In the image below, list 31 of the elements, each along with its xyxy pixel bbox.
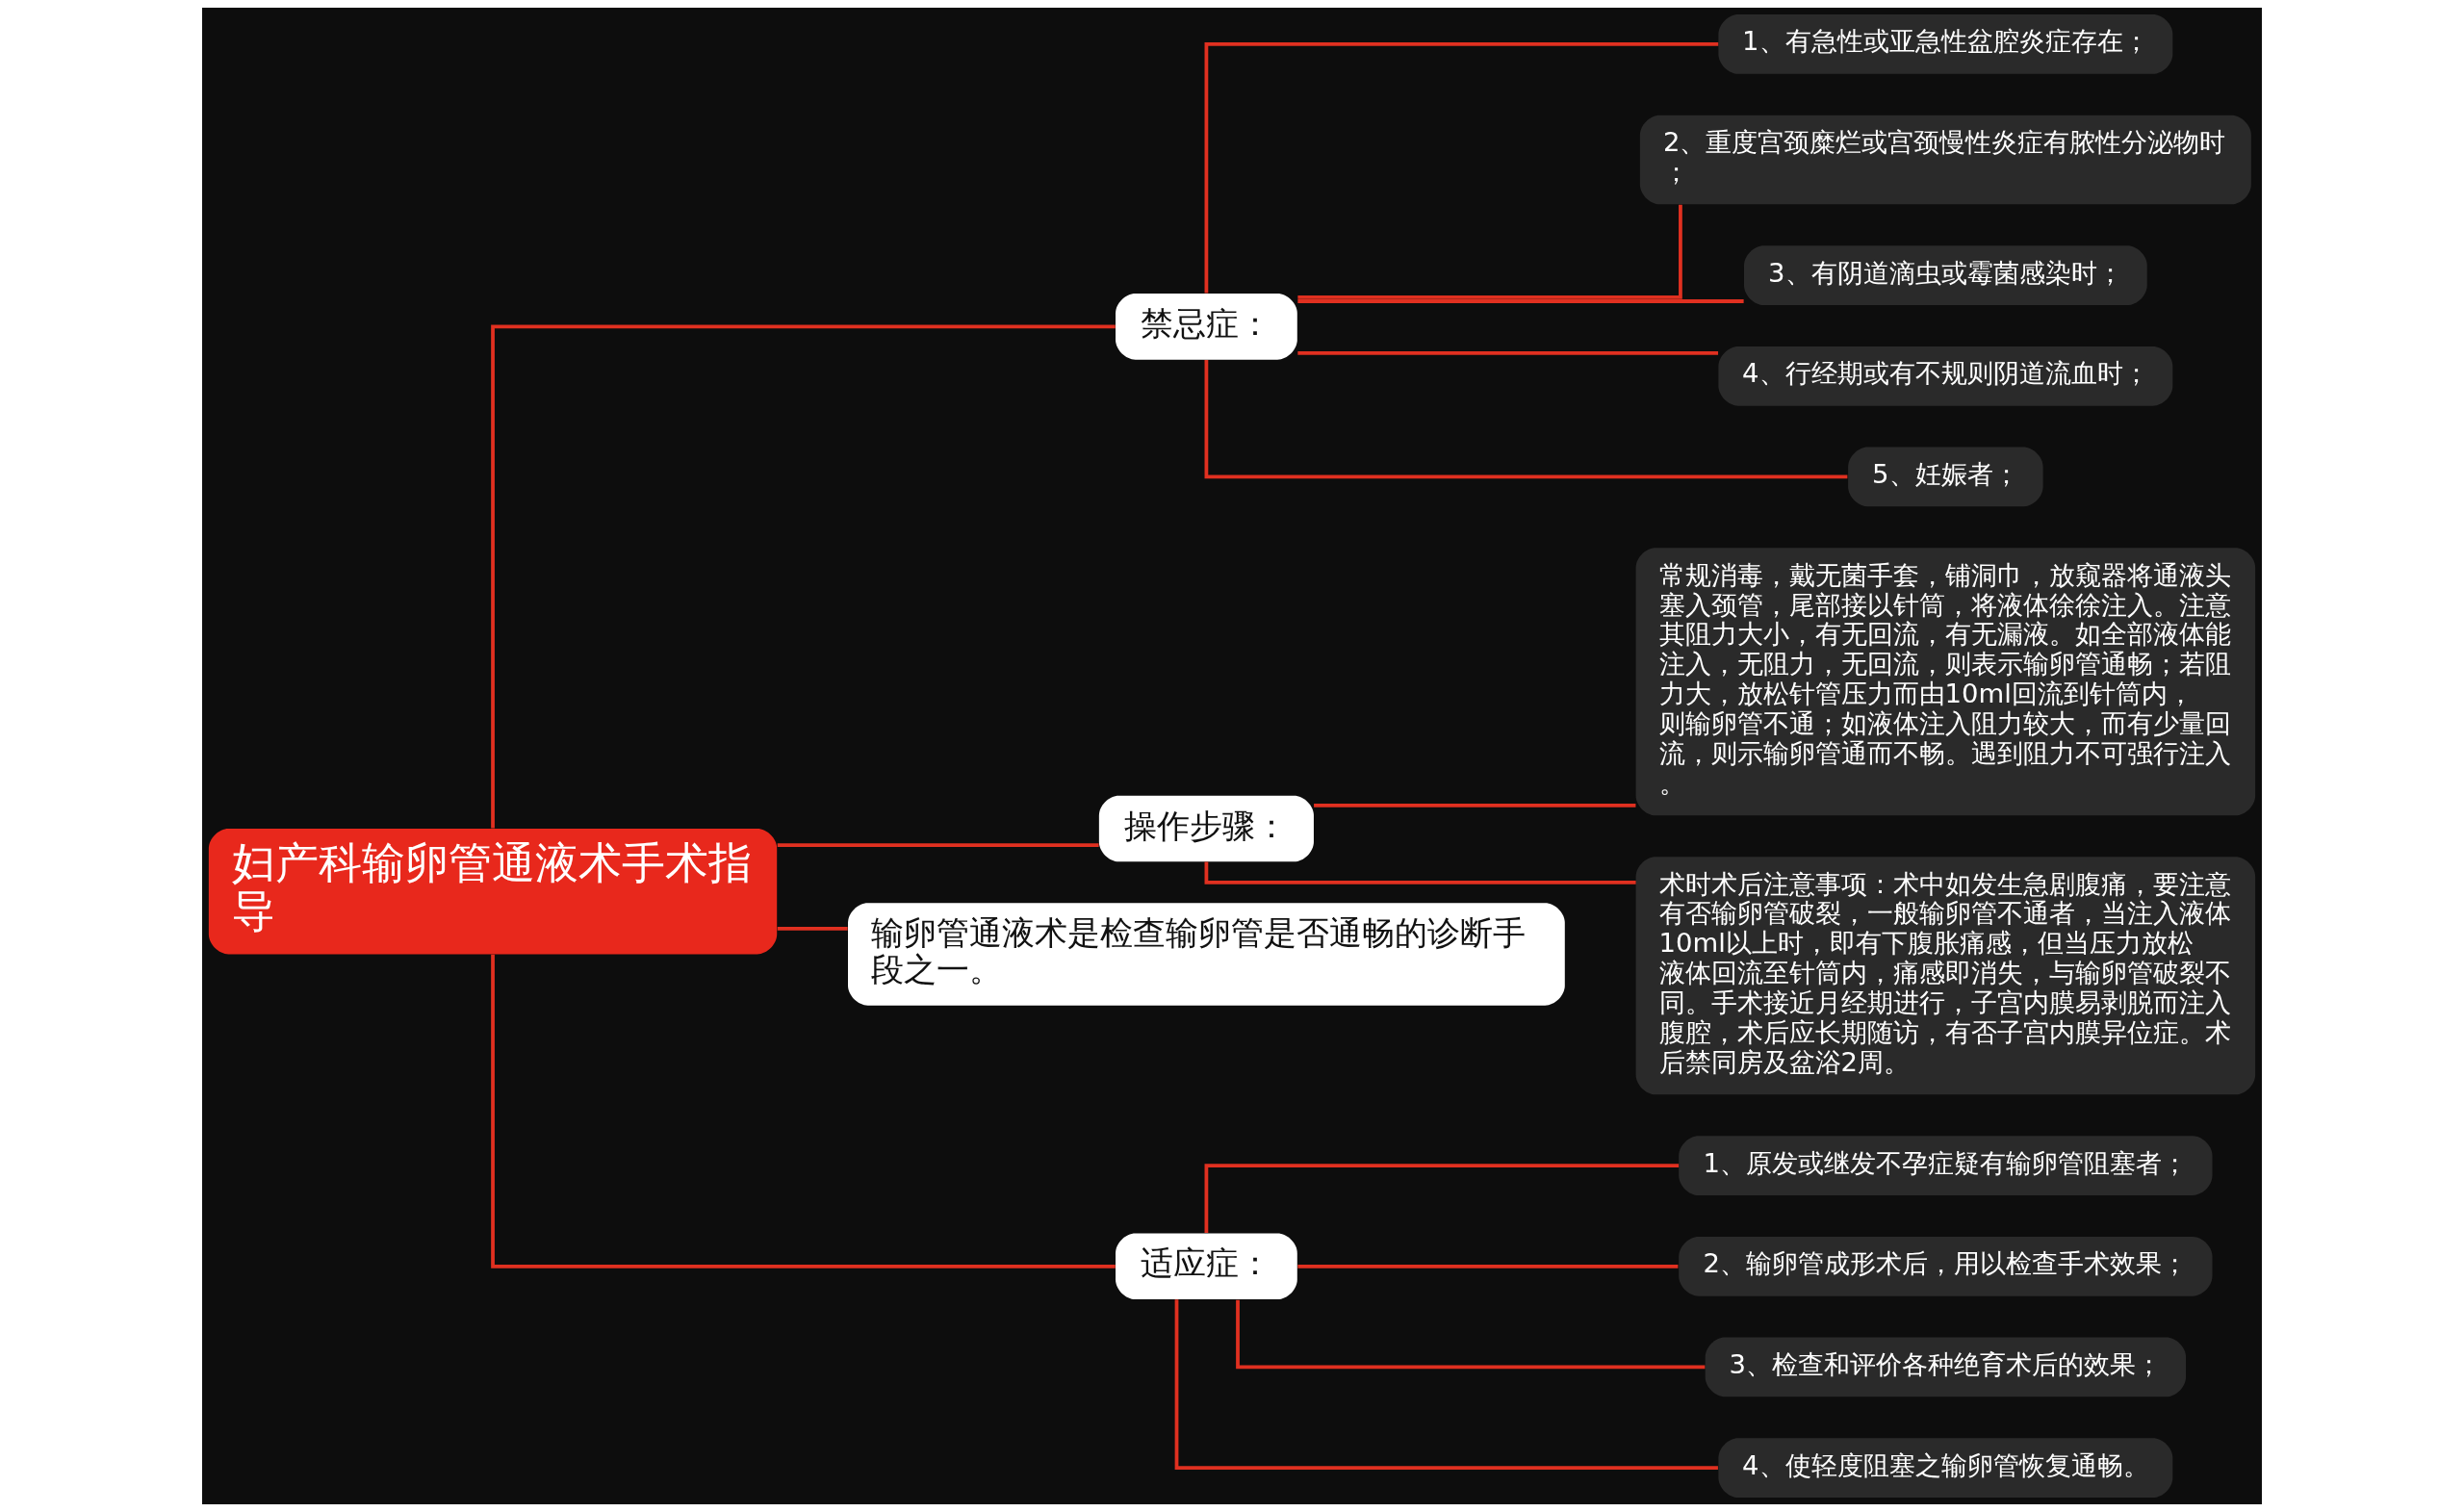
connector bbox=[491, 954, 1116, 1269]
connector bbox=[1204, 359, 1848, 479]
node-box: 适应症： bbox=[1116, 1233, 1297, 1300]
node-box: 1、有急性或亚急性盆腔炎症存在； bbox=[1718, 13, 2173, 74]
node-box: 妇产科输卵管通液术手术指导 bbox=[208, 829, 778, 955]
node-box: 3、检查和评价各种绝育术后的效果； bbox=[1705, 1337, 2187, 1397]
connector bbox=[1204, 861, 1636, 884]
connector bbox=[491, 324, 1116, 829]
connector bbox=[777, 843, 1099, 848]
node-box: 输卵管通液术是检查输卵管是否通畅的诊断手段之一。 bbox=[848, 903, 1565, 1006]
connector bbox=[1204, 1164, 1680, 1233]
connector bbox=[777, 926, 848, 931]
node-box: 2、输卵管成形术后，用以检查手术效果； bbox=[1679, 1236, 2213, 1296]
node-box: 术时术后注意事项：术中如发生急剧腹痛，要注意有否输卵管破裂，一般输卵管不通者，当注入液体10ml以上时，即有下腹胀痛感，但当压力放松液体回流至针筒内，痛感即消失，与输卵管破裂不同。手术接近月经期进行，子宫内膜易剥脱而注入腹腔，术后应长期随访，有否子宫内膜异位症。术后禁同房及盆浴2周。 bbox=[1635, 857, 2256, 1095]
connector bbox=[1236, 1299, 1706, 1370]
node-box: 操作步骤： bbox=[1098, 795, 1314, 862]
node-box: 常规消毒，戴无菌手套，铺洞巾，放窥器将通液头塞入颈管，尾部接以针筒，将液体徐徐注入。注意其阻力大小，有无回流，有无漏液。如全部液体能注入，无阻力，无回流，则表示输卵管通畅；若阻力大，放松针管压力而由10ml回流到针筒内，则输卵管不通；如液体注入阻力较大，而有少量回流，则示输卵管通而不畅。遇到阻力不可强行注入。 bbox=[1635, 548, 2256, 816]
connector bbox=[1204, 41, 1719, 294]
node-box: 禁忌症： bbox=[1116, 294, 1297, 360]
connector bbox=[1297, 204, 1682, 299]
node-box: 3、有阴道滴虫或霉菌感染时； bbox=[1744, 245, 2147, 305]
connector bbox=[1314, 804, 1636, 807]
connector bbox=[1297, 299, 1744, 303]
connector bbox=[1297, 350, 1719, 355]
node-box: 1、原发或继发不孕症疑有输卵管阻塞者； bbox=[1679, 1136, 2213, 1195]
node-box: 4、使轻度阻塞之输卵管恢复通畅。 bbox=[1718, 1438, 2173, 1499]
connector bbox=[1297, 1264, 1679, 1269]
node-box: 2、重度宫颈糜烂或宫颈慢性炎症有脓性分泌物时； bbox=[1639, 115, 2251, 205]
node-box: 4、行经期或有不规则阴道流血时； bbox=[1718, 346, 2173, 406]
node-box: 5、妊娠者； bbox=[1848, 447, 2043, 507]
connector bbox=[1174, 1299, 1718, 1471]
